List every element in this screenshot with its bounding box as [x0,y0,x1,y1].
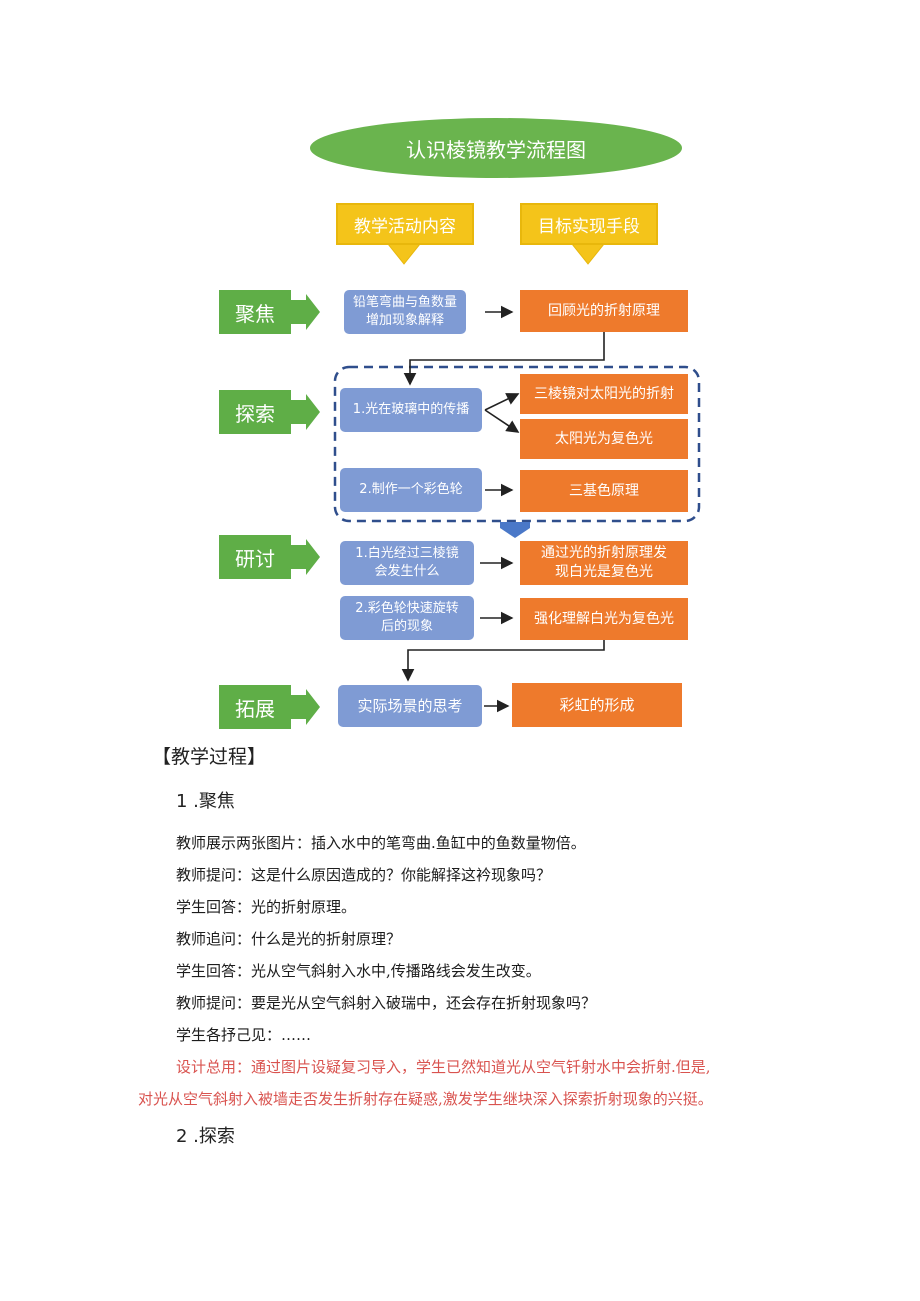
down-arrow-goal [570,243,606,265]
paragraph-line-1: 教师展示两张图片：插入水中的笔弯曲.鱼缸中的鱼数量物倍。 [176,834,586,852]
paragraph-line-6: 教师提问：要是光从空气斜射入破瑞中，还会存在折射现象吗？ [176,994,597,1012]
stage-focus: 聚焦 [219,290,291,334]
design-note-line-1: 设计总用：通过图片设疑复习导入，学生已然知道光从空气钎射水中会折射.但是, [176,1058,711,1076]
heading-explore: 2 .探索 [176,1126,235,1147]
paragraph-line-3: 学生回答：光的折射原理。 [176,898,357,916]
stage-arrow-focus [290,294,320,330]
column-header-goal: 目标实现手段 [520,203,658,245]
down-arrow-activity [386,243,422,265]
stage-arrow-discuss [290,539,320,575]
activity-box-focus: 铅笔弯曲与鱼数量增加现象解释 [344,290,466,334]
goal-box-2: 三棱镜对太阳光的折射 [520,374,688,414]
stage-explore: 探索 [219,390,291,434]
activity-box-extend: 实际场景的思考 [338,685,482,727]
stage-arrow-extend [290,689,320,725]
activity-box-discuss-2: 2.彩色轮快速旋转后的现象 [340,596,474,640]
design-note-line-2: 对光从空气斜射入被墙走否发生折射存在疑惑,激发学生继块深入探索折射现象的兴挺。 [138,1090,713,1108]
flowchart: 认识棱镜教学流程图 教学活动内容 目标实现手段 聚焦 探索 研讨 拓展 铅笔弯曲… [219,118,701,729]
paragraph-line-5: 学生回答：光从空气斜射入水中,传播路线会发生改变。 [176,962,541,980]
goal-box-7: 彩虹的形成 [512,683,682,727]
paragraph-line-7: 学生各抒己见：…… [176,1026,312,1044]
stage-arrow-explore [290,394,320,430]
paragraph-line-4: 教师追问：什么是光的折射原理？ [176,930,402,948]
blue-chevron-icon [500,522,530,538]
activity-box-explore-2: 2.制作一个彩色轮 [340,468,482,512]
stage-extend: 拓展 [219,685,291,729]
stage-discuss: 研讨 [219,535,291,579]
activity-box-discuss-1: 1.白光经过三棱镜会发生什么 [340,541,474,585]
flowchart-title: 认识棱镜教学流程图 [310,118,682,178]
goal-box-1: 回顾光的折射原理 [520,290,688,332]
section-title: 【教学过程】 [152,746,267,768]
goal-box-3: 太阳光为复色光 [520,419,688,459]
goal-box-4: 三基色原理 [520,470,688,512]
flowchart-connectors [290,243,701,725]
heading-focus: 1 .聚焦 [176,791,235,812]
goal-box-6: 强化理解白光为复色光 [520,598,688,640]
activity-box-explore-1: 1.光在玻璃中的传播 [340,388,482,432]
explore-dashed-group [333,365,701,523]
paragraph-line-2: 教师提问：这是什么原因造成的？你能解择这衿现象吗？ [176,866,552,884]
goal-box-5: 通过光的折射原理发现白光是复色光 [520,541,688,585]
column-header-activity: 教学活动内容 [336,203,474,245]
